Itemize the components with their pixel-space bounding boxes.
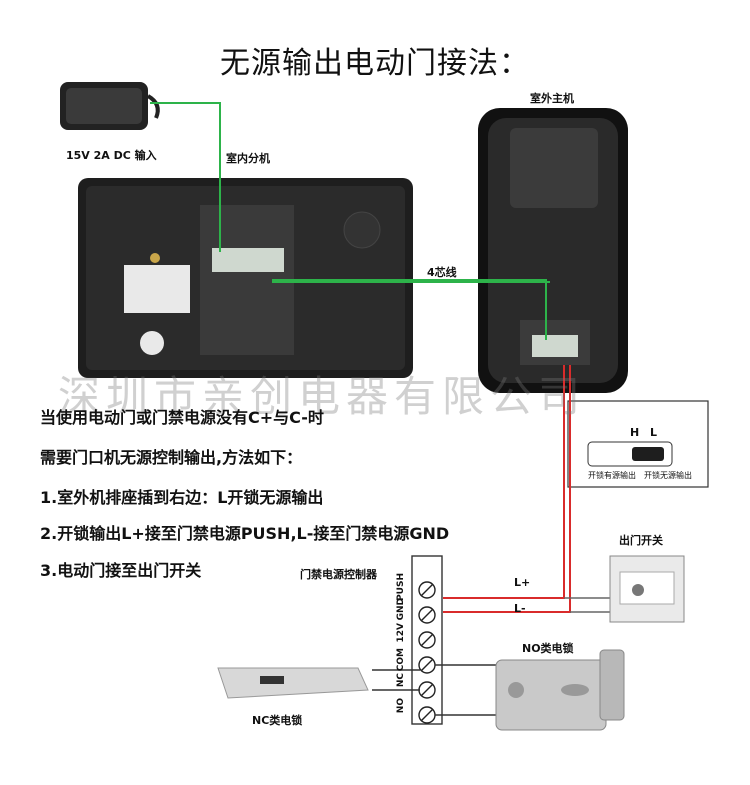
power-adapter <box>60 82 160 130</box>
note-line: 当使用电动门或门禁电源没有C+与C-时 <box>40 408 324 427</box>
note-line: 2.开锁输出L+接至门禁电源PUSH,L-接至门禁电源GND <box>40 524 450 543</box>
outdoor-unit <box>478 108 628 393</box>
grey-wires <box>564 597 610 613</box>
terminal-label: NO <box>396 698 406 714</box>
note-line: 1.室外机排座插到右边：L开锁无源输出 <box>40 488 324 507</box>
watermark: 深圳市亲创电器有限公司 <box>58 372 587 421</box>
lock-wires <box>372 664 500 716</box>
cable-label: 4芯线 <box>427 266 457 279</box>
terminal-block <box>411 555 443 725</box>
note-line: 3.电动门接至出门开关 <box>40 561 202 580</box>
power-adapter-label: 15V 2A DC 输入 <box>66 149 157 162</box>
indoor-unit-label: 室内分机 <box>226 152 270 165</box>
green-wires <box>150 102 550 340</box>
jumper-right-caption: 开锁无源输出 <box>644 471 692 480</box>
jumper-box <box>567 400 709 488</box>
note-line: 需要门口机无源控制输出,方法如下： <box>40 448 303 467</box>
access-controller-label: 门禁电源控制器 <box>300 568 377 581</box>
indoor-monitor <box>78 178 413 378</box>
outdoor-unit-label: 室外主机 <box>530 92 574 105</box>
exit-switch-label: 出门开关 <box>619 534 663 547</box>
jumper-h-label: H <box>630 426 640 439</box>
nc-lock-label: NC类电锁 <box>252 714 303 727</box>
no-lock <box>495 649 625 731</box>
no-lock-label: NO类电锁 <box>522 642 574 655</box>
jumper-left-caption: 开锁有源输出 <box>588 471 636 480</box>
wire-lminus-label: L- <box>514 602 526 615</box>
nc-lock <box>217 667 369 699</box>
jumper-l-label: L <box>650 426 658 439</box>
wire-lplus-label: L+ <box>514 576 531 589</box>
page-title: 无源输出电动门接法： <box>220 46 530 81</box>
exit-switch <box>609 555 685 623</box>
